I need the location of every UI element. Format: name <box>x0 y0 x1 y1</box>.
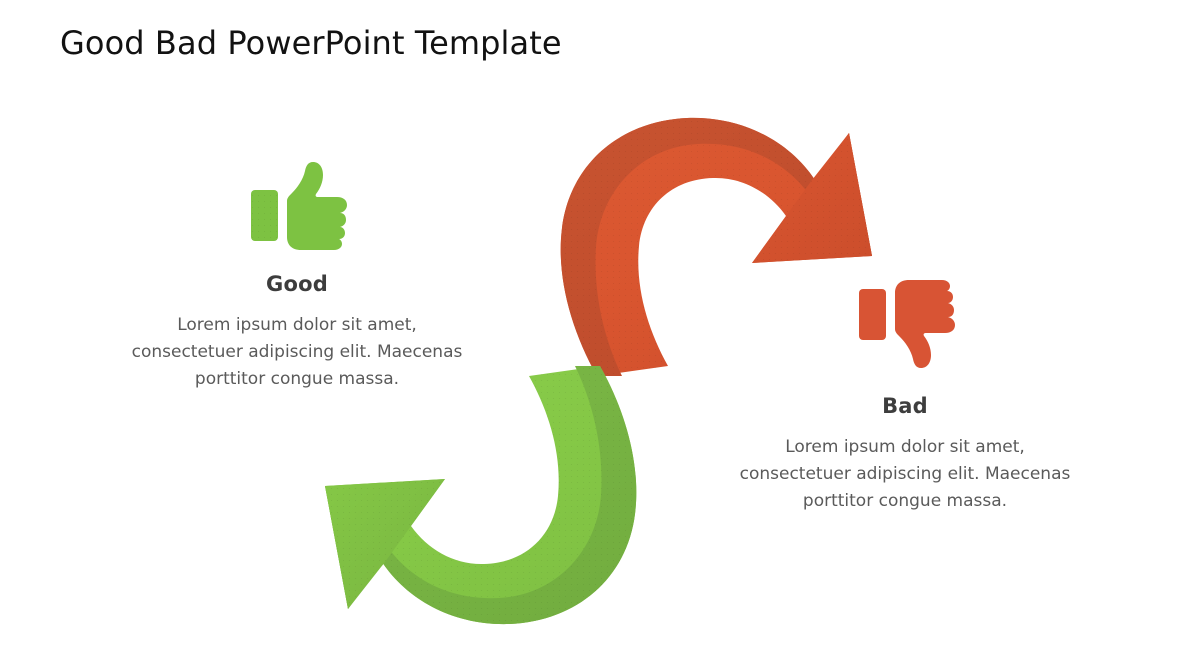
thumbs-up-icon-slot <box>117 158 477 250</box>
section-bad: Bad Lorem ipsum dolor sit amet, consecte… <box>725 280 1085 515</box>
thumbs-down-icon <box>859 280 955 368</box>
section-good: Good Lorem ipsum dolor sit amet, consect… <box>117 158 477 393</box>
section-heading-bad: Bad <box>882 394 928 418</box>
thumbs-down-icon-slot <box>725 280 1085 372</box>
page-title: Good Bad PowerPoint Template <box>60 24 562 62</box>
thumbs-up-icon <box>251 162 347 250</box>
section-heading-good: Good <box>266 272 328 296</box>
green-curved-arrow <box>325 366 637 625</box>
section-body-good: Lorem ipsum dolor sit amet, consectetuer… <box>131 315 463 389</box>
section-body-bad: Lorem ipsum dolor sit amet, consectetuer… <box>739 437 1071 511</box>
